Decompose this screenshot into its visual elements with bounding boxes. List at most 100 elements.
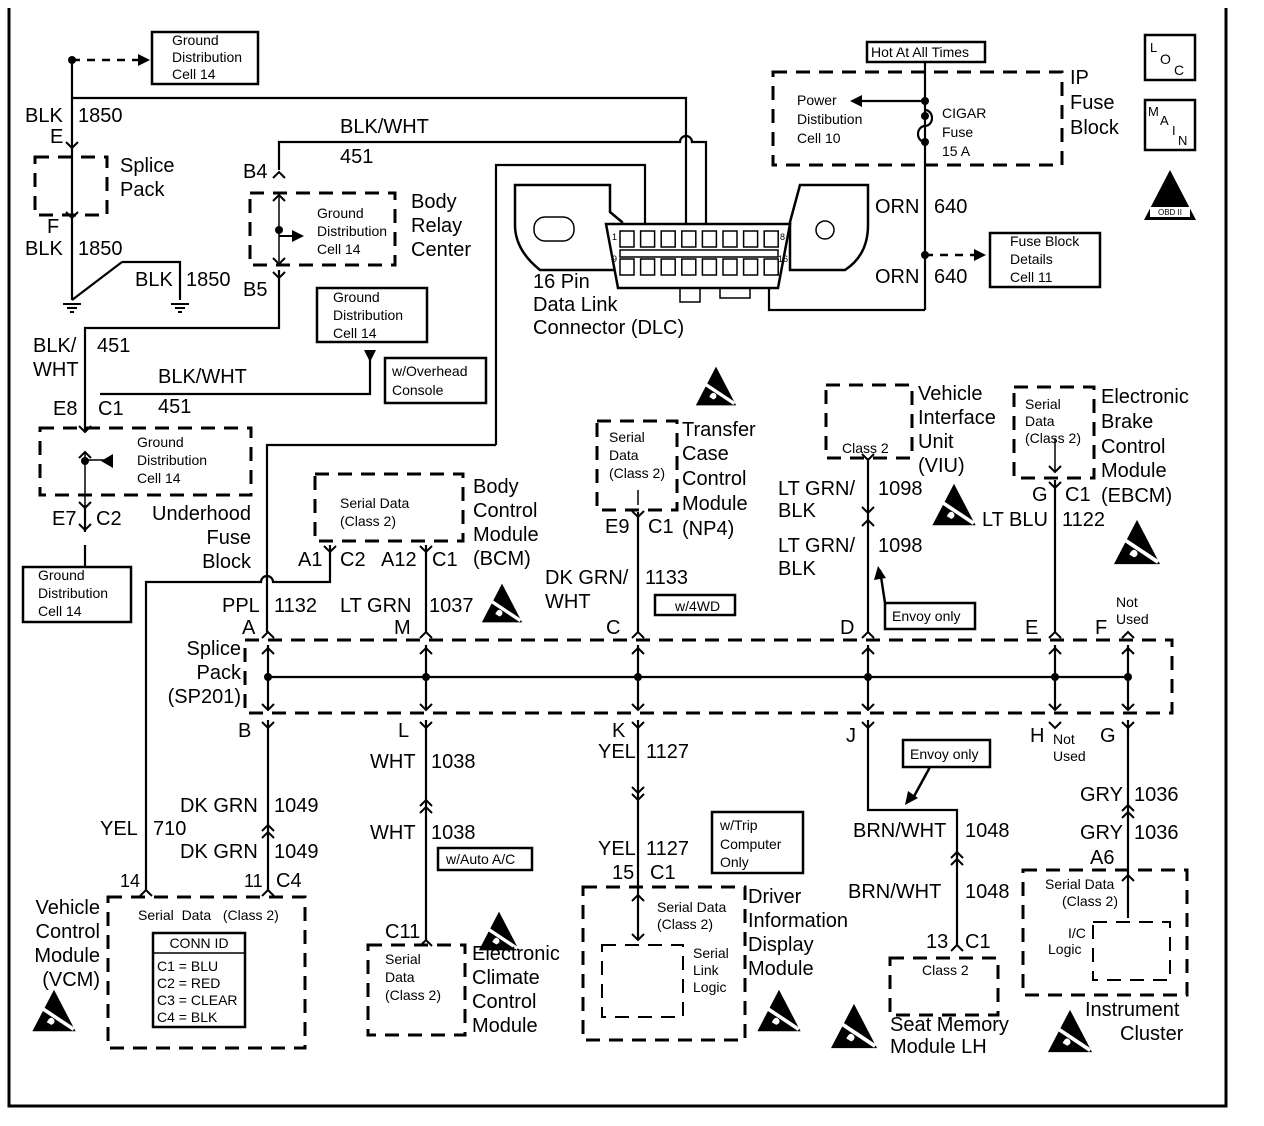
component-label: Transfer (682, 419, 756, 441)
connector-symbol (261, 630, 275, 639)
component-label: Control (473, 500, 537, 522)
wire-circuit: 1049 (274, 841, 319, 863)
wire-color: ORN (875, 196, 919, 218)
box-text: Serial Data (340, 495, 409, 511)
fuse-label: CIGAR (942, 105, 986, 121)
box-text: Serial (1025, 396, 1061, 412)
main-badge: I (1172, 123, 1176, 138)
reference-boxes (21, 30, 1197, 1029)
connector-symbol (419, 703, 433, 712)
gd-text: Distribution (317, 223, 387, 239)
component-label: Vehicle (918, 383, 983, 405)
wire-color: BLK/WHT (158, 366, 247, 388)
esd-warning-icon (693, 365, 739, 407)
connector-symbol (261, 823, 275, 832)
connector-symbol (861, 453, 875, 462)
option-text: w/4WD (674, 598, 720, 614)
body-relay-labels: BLK/WHT 451 B4 B5 Ground Distribution Ce… (243, 116, 471, 398)
component-label: Module (472, 1015, 538, 1037)
arrow-head (292, 230, 304, 242)
arrow-head (974, 249, 986, 261)
dlc-pin (639, 258, 656, 276)
splice-dot (864, 673, 872, 681)
loc-badge: O (1160, 51, 1171, 67)
connector-symbol (419, 721, 433, 730)
gd-ref-text: Ground (38, 567, 85, 583)
connector-symbol (419, 805, 433, 814)
component-label: Cluster (1120, 1023, 1184, 1045)
dlc-pin (722, 258, 738, 276)
not-used-text: Used (1116, 611, 1149, 627)
conn-id-row: C2 = RED (157, 975, 220, 991)
badges: L O C M A I N OBD II (1148, 40, 1187, 217)
option-text: w/Overhead (391, 363, 467, 379)
gd-ref-text: Distribution (333, 307, 403, 323)
wire-color: DK GRN (180, 841, 258, 863)
wire-circuit: 1049 (274, 795, 319, 817)
esd-warning-icon (755, 988, 803, 1033)
pin-label: B (238, 720, 251, 742)
connector-symbol (631, 646, 645, 655)
wire-color: WHT (370, 822, 416, 844)
component-label: Display (748, 934, 814, 956)
connector-symbol (631, 793, 645, 802)
dlc-pin (660, 230, 676, 248)
wire-circuit: 1038 (431, 751, 476, 773)
connector-symbol (78, 523, 92, 532)
pin-label: K (612, 720, 626, 742)
wire-color: BRN/WHT (853, 820, 946, 842)
wire-color: BLK/WHT (340, 116, 429, 138)
hot-at-all-times-label: Hot At All Times (871, 44, 969, 60)
loc-badge: L (1150, 40, 1157, 55)
ground-icon (62, 303, 82, 313)
vcm-labels: YEL 710 DK GRN 1049 DK GRN 1049 14 11 C4… (34, 795, 318, 1025)
pin-label: F (1095, 617, 1107, 639)
connector-label: C1 (98, 398, 124, 420)
dlc-pin (763, 258, 779, 276)
dlc-pin (619, 258, 635, 276)
pin-label: E9 (605, 516, 629, 538)
dlc-connector: 1 8 9 16 (513, 183, 870, 303)
component-label: Relay (411, 215, 462, 237)
component-label: Module (473, 524, 539, 546)
wire-circuit: 1098 (878, 535, 923, 557)
connector-symbol (1121, 630, 1135, 639)
component-label: Brake (1101, 411, 1153, 433)
eccm-labels: WHT 1038 WHT 1038 w/Auto A/C C11 Serial … (370, 751, 560, 1037)
gd-ref-text: Ground (172, 32, 219, 48)
component-label: Control (36, 921, 100, 943)
conn-id-row: C1 = BLU (157, 958, 218, 974)
underhood-labels: BLK/ WHT 451 BLK/WHT 451 E8 C1 Ground Di… (33, 335, 252, 619)
pin-label: A6 (1090, 847, 1114, 869)
pin-label: J (846, 725, 856, 747)
component-label: (SP201) (168, 686, 241, 708)
connector-symbol (1048, 630, 1062, 639)
splice-dot (634, 673, 642, 681)
connector-symbol (631, 786, 645, 795)
option-text: w/Auto A/C (445, 851, 515, 867)
wire-circuit: 1132 (274, 595, 317, 617)
dlc-pin (722, 230, 738, 248)
box-text: (Class 2) (657, 916, 713, 932)
connector-symbol (950, 857, 964, 866)
component-label: Fuse (1070, 92, 1114, 114)
connector-label: C1 (965, 931, 991, 953)
dlc-pin-16-label: 16 (778, 254, 788, 264)
esd-warning-icon (930, 482, 978, 527)
wire-circuit: 1127 (646, 741, 689, 763)
connector-symbol (65, 141, 79, 150)
connector-symbol (631, 510, 645, 519)
box-text: Data (609, 447, 639, 463)
component-label: Electronic (472, 943, 560, 965)
splice-dot (1124, 673, 1132, 681)
connector-symbol (861, 630, 875, 639)
wire-color: DK GRN/ (545, 567, 629, 589)
esd-warning-icon (831, 1004, 877, 1048)
pin-label: A (242, 617, 256, 639)
wire-color: BLK (778, 500, 816, 522)
wire-circuit: 710 (153, 818, 186, 840)
arrow-head (101, 454, 113, 468)
component-label: Splice (187, 638, 241, 660)
ref-text: Distibution (797, 111, 862, 127)
component-label: Module LH (890, 1036, 987, 1058)
